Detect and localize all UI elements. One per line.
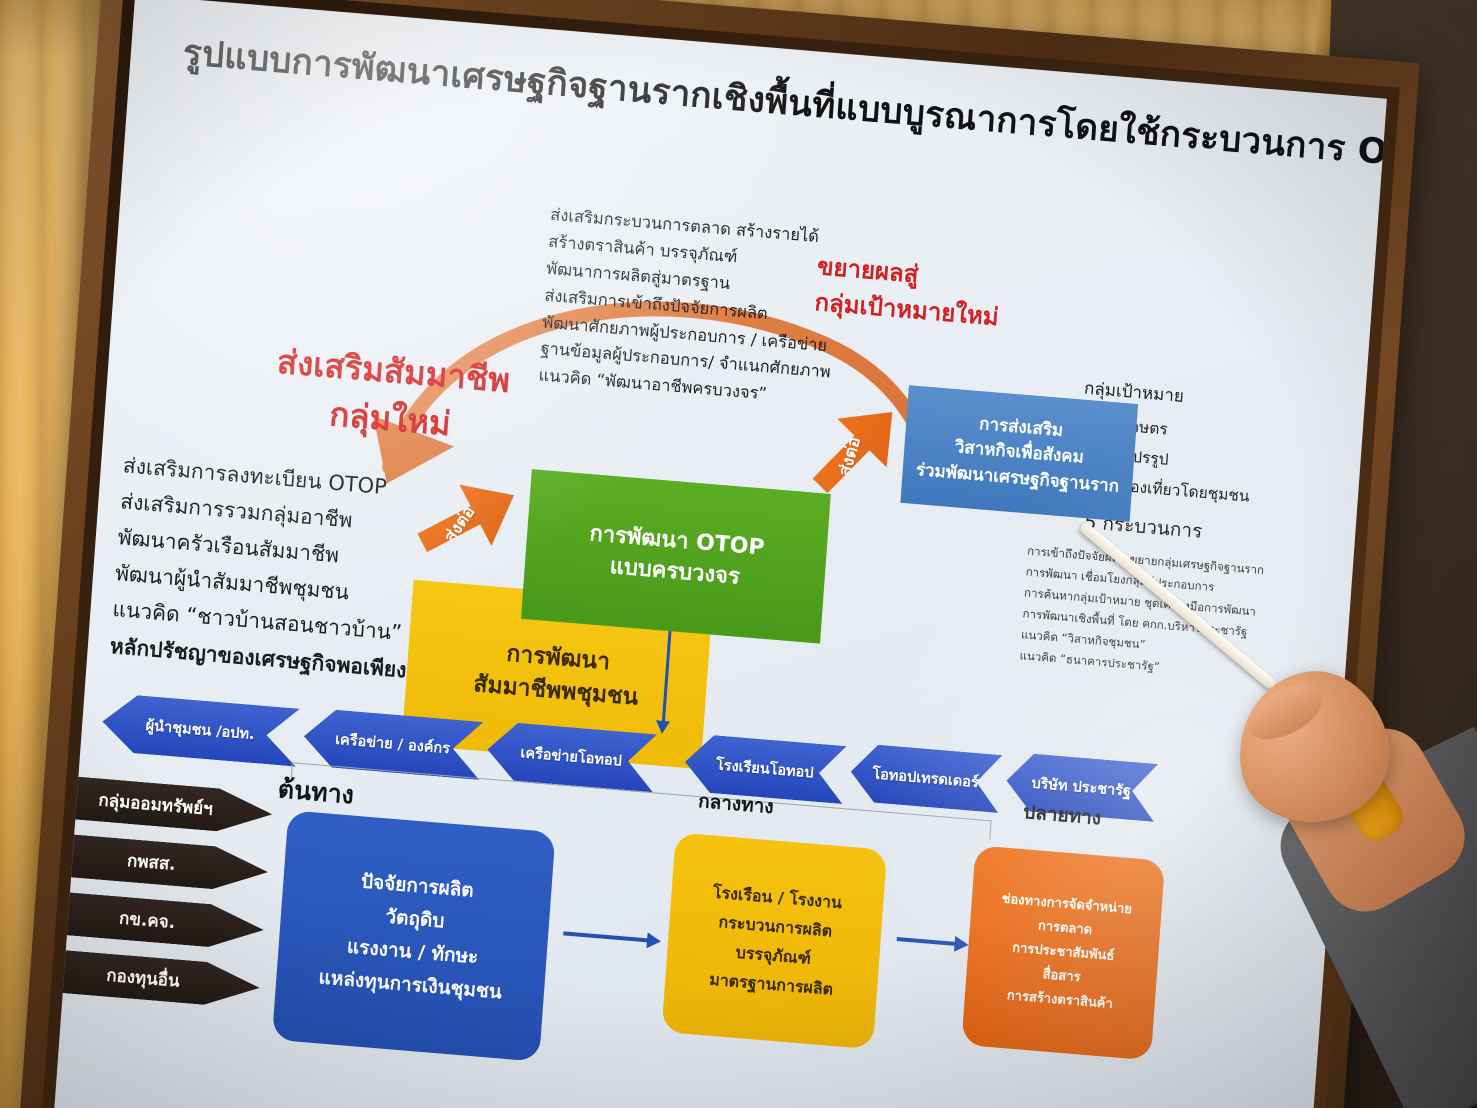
- chevron-stage: โอทอปเทรดเดอร์: [849, 743, 1003, 813]
- chevron-label: โรงเรียนโอทอป: [715, 756, 815, 782]
- chevron-stage: ผู้นำชุมชน /อปท.: [100, 693, 300, 767]
- chevron-label: เครือข่ายโอทอป: [519, 744, 623, 770]
- box-otop-development: การพัฒนา OTOP แบบครบวงจร: [520, 469, 831, 644]
- flow-box-inputs: ปัจจัยการผลิต วัตถุดิบ แรงงาน / ทักษะ แห…: [271, 810, 556, 1062]
- box-line: สื่อสาร: [1042, 967, 1081, 986]
- box-line: การสร้างตราสินค้า: [1006, 988, 1114, 1013]
- funding-chevron: กลุ่มออมทรัพย์ฯ: [61, 776, 273, 836]
- slide-screen: รูปแบบการพัฒนาเศรษฐกิจฐานรากเชิงพื้นที่แ…: [53, 0, 1387, 1108]
- box-line: ปัจจัยการผลิต: [360, 869, 475, 902]
- stage-label-end: ปลายทาง: [1022, 801, 1102, 830]
- middle-bullet-list: ส่งเสริมกระบวนการตลาด สร้างรายได้ สร้างต…: [538, 202, 842, 414]
- flow-arrow-production-to-market: [896, 936, 957, 946]
- chevron-label: ผู้นำชุมชน /อปท.: [145, 717, 255, 743]
- flow-box-production: โรงเรือน / โรงงาน กระบวนการผลิต บรรจุภัณ…: [661, 832, 888, 1050]
- box-line: สัมมาชีพพชุมชน: [472, 670, 640, 711]
- funding-chevron: กองทุนอื่น: [53, 949, 261, 1009]
- left-bullet-list: ส่งเสริมการลงทะเบียน OTOP ส่งเสริมการรวม…: [109, 447, 421, 688]
- funding-chevron: กพสส.: [57, 833, 269, 893]
- pass-arrow-label: ส่งต่อ: [440, 501, 480, 547]
- chevron-label: โอทอปเทรดเดอร์: [871, 765, 980, 791]
- box-social-enterprise: การส่งเสริม วิสาหกิจเพื่อสังคม ร่วมพัฒนา…: [900, 385, 1139, 522]
- funding-label: กองทุนอื่น: [105, 965, 181, 992]
- funding-label: กพสส.: [126, 851, 177, 875]
- flow-box-marketing: ช่องทางการจัดจำหน่าย การตลาด การประชาสัม…: [961, 845, 1166, 1061]
- funding-label: กลุ่มออมทรัพย์ฯ: [97, 790, 214, 820]
- flow-arrow-inputs-to-production: [563, 931, 650, 943]
- chevron-label: บริษัท ประชารัฐ: [1030, 775, 1132, 800]
- box-line: มาตรฐานการผลิต: [708, 969, 834, 999]
- slide-content: รูปแบบการพัฒนาเศรษฐกิจฐานรากเชิงพื้นที่แ…: [53, 0, 1387, 1108]
- funding-chevron: กข.คจ.: [53, 891, 265, 951]
- left-red-heading-line2: กลุ่มใหม่: [328, 394, 453, 444]
- funding-label: กข.คจ.: [118, 908, 176, 934]
- expand-heading-line1: ขยายผลสู่: [816, 252, 920, 289]
- stage-label-start: ต้นทาง: [276, 774, 355, 810]
- stage-label-middle: กลางทาง: [697, 790, 775, 819]
- box-line: วัตถุดิบ: [384, 905, 446, 933]
- chevron-label: เครือข่าย / องค์กร: [334, 731, 451, 757]
- framed-display-board: รูปแบบการพัฒนาเศรษฐกิจฐานรากเชิงพื้นที่แ…: [17, 0, 1420, 1108]
